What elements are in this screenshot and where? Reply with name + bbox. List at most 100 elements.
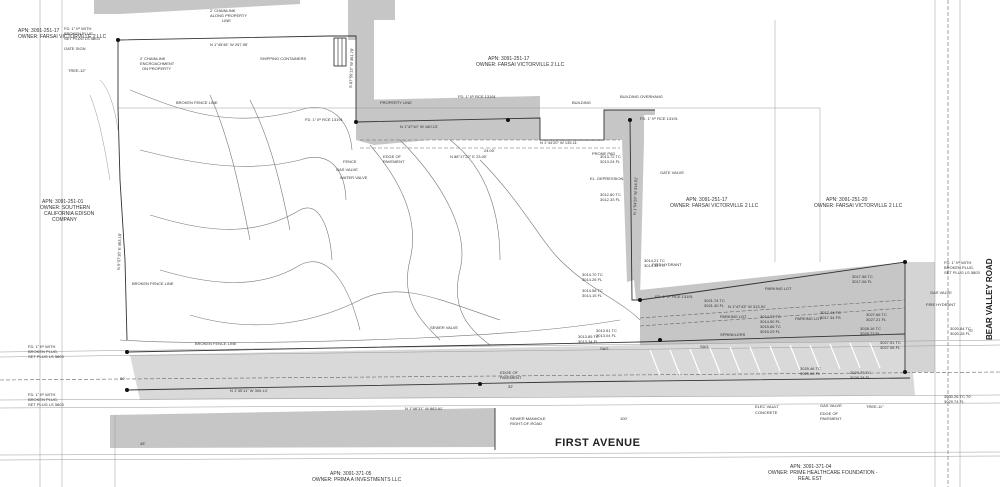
svg-text:70': 70' <box>966 394 971 399</box>
svg-text:3014.70 TC: 3014.70 TC <box>582 272 603 277</box>
svg-text:FD. 1" IP RCE 13191: FD. 1" IP RCE 13191 <box>305 117 344 122</box>
svg-text:3013.85 TC: 3013.85 TC <box>578 334 599 339</box>
svg-text:FD. 1" IP WITH: FD. 1" IP WITH <box>28 392 55 397</box>
svg-text:3015.29 FL: 3015.29 FL <box>760 329 781 334</box>
svg-text:3014.50 FL: 3014.50 FL <box>760 319 781 324</box>
svg-text:APN: 3091-371-04: APN: 3091-371-04 <box>790 464 832 470</box>
svg-text:TREE-11": TREE-11" <box>866 404 884 409</box>
svg-text:SET PLUG LS 5803: SET PLUG LS 5803 <box>28 354 65 359</box>
svg-text:ELEC VAULT: ELEC VAULT <box>755 404 779 409</box>
svg-text:REAL EST: REAL EST <box>798 476 822 482</box>
svg-text:APN: 3091-251-17: APN: 3091-251-17 <box>488 56 530 62</box>
svg-text:BROKEN FENCE LINE: BROKEN FENCE LINE <box>195 341 237 346</box>
svg-text:N 1°54'29" W 314.91': N 1°54'29" W 314.91' <box>632 177 638 215</box>
first-ave-south-shading <box>110 408 495 448</box>
svg-text:FD. 1" IP WITH: FD. 1" IP WITH <box>944 260 971 265</box>
svg-text:SEWER VALVE: SEWER VALVE <box>430 325 458 330</box>
svg-text:3014.21 TC: 3014.21 TC <box>644 258 665 263</box>
svg-text:APN: 3091-251-20: APN: 3091-251-20 <box>826 197 868 203</box>
elevation-labels: 3013.72 TC 3013.24 FL 3012.80 TC 3012.33… <box>578 154 971 404</box>
svg-text:3029.74 FL: 3029.74 FL <box>944 399 965 404</box>
svg-text:BROKEN PLUG,: BROKEN PLUG, <box>944 265 974 270</box>
svg-text:3020.84 TC: 3020.84 TC <box>950 326 971 331</box>
svg-text:32': 32' <box>508 384 513 389</box>
svg-text:3013.04 FL: 3013.04 FL <box>596 333 617 338</box>
svg-text:GAS VALVE: GAS VALVE <box>336 167 358 172</box>
svg-text:3017.44 TC: 3017.44 TC <box>820 310 841 315</box>
svg-text:GATE VALVE: GATE VALVE <box>660 170 684 175</box>
svg-text:3028.73 FL: 3028.73 FL <box>860 331 881 336</box>
svg-text:SET PLUG LS 5803: SET PLUG LS 5803 <box>944 270 981 275</box>
svg-text:3025.08 FL: 3025.08 FL <box>800 371 821 376</box>
svg-text:ENCROACHMENT: ENCROACHMENT <box>140 61 175 66</box>
svg-text:FIRE HYDRANT: FIRE HYDRANT <box>652 262 682 267</box>
svg-text:FD. 1" IP WITH: FD. 1" IP WITH <box>28 344 55 349</box>
svg-text:N 1°46'31" W 863.61': N 1°46'31" W 863.61' <box>405 406 443 411</box>
svg-text:N 88°17'22" E 23.00': N 88°17'22" E 23.00' <box>450 154 487 159</box>
svg-text:BROKEN PLUG,: BROKEN PLUG, <box>28 349 58 354</box>
svg-text:EDGE OF: EDGE OF <box>383 154 402 159</box>
svg-text:APN: 3091-251-01: APN: 3091-251-01 <box>42 199 84 205</box>
svg-text:N 1°45'46" W 257.95': N 1°45'46" W 257.95' <box>210 42 248 47</box>
svg-text:3014.58 TC: 3014.58 TC <box>582 288 603 293</box>
bear-valley-road-label: BEAR VALLEY ROAD <box>985 258 994 340</box>
svg-text:3013.34 FL: 3013.34 FL <box>578 339 599 344</box>
dimension-labels: 70' 70' 50' 32' 24.00' 45' 100' <box>120 148 973 446</box>
svg-text:SPRINKLERS: SPRINKLERS <box>720 332 746 337</box>
svg-text:COMPANY: COMPANY <box>52 217 78 223</box>
svg-text:PARKING LOT: PARKING LOT <box>765 286 792 291</box>
first-avenue-label: FIRST AVENUE <box>555 437 640 449</box>
svg-text:PARKING LOT: PARKING LOT <box>720 314 747 319</box>
svg-text:FENCE: FENCE <box>343 159 357 164</box>
svg-text:3012.33 FL: 3012.33 FL <box>600 197 621 202</box>
svg-text:OWNER: FARSAI VICTORVILLE 2 LL: OWNER: FARSAI VICTORVILLE 2 LLC <box>670 203 759 209</box>
svg-text:ON PROPERTY: ON PROPERTY <box>142 66 171 71</box>
bearing-labels: N 1°45'46" W 257.95' N 1°47'10" W 160.13… <box>116 42 766 411</box>
svg-text:FD. 1" IP RCE 13191: FD. 1" IP RCE 13191 <box>458 94 497 99</box>
first-ave-road-band <box>130 340 915 400</box>
svg-text:SAG: SAG <box>700 344 708 349</box>
shipping-containers <box>333 37 347 67</box>
svg-text:BROKEN PLUG,: BROKEN PLUG, <box>64 31 94 36</box>
svg-text:3017.08 FL: 3017.08 FL <box>852 279 873 284</box>
svg-text:3025.46 TC: 3025.46 TC <box>800 366 821 371</box>
svg-text:3027.06 FL: 3027.06 FL <box>880 345 901 350</box>
svg-text:BUILDING: BUILDING <box>572 100 591 105</box>
svg-text:SAG: SAG <box>600 346 608 351</box>
svg-text:3021.74 TC: 3021.74 TC <box>704 298 725 303</box>
svg-text:N 1°47'10" W 160.13': N 1°47'10" W 160.13' <box>400 124 438 129</box>
top-building-shading <box>348 0 395 122</box>
svg-text:GAS VALVE: GAS VALVE <box>820 403 842 408</box>
svg-text:CONCRETE: CONCRETE <box>755 410 778 415</box>
svg-text:SET PLUG LS 5803: SET PLUG LS 5803 <box>28 402 65 407</box>
svg-text:50': 50' <box>120 376 125 381</box>
svg-text:SHIPPING CONTAINERS: SHIPPING CONTAINERS <box>260 56 306 61</box>
svg-text:PRONE PAD: PRONE PAD <box>592 151 615 156</box>
svg-text:3013.51 TC: 3013.51 TC <box>596 328 617 333</box>
svg-text:EDGE OF: EDGE OF <box>500 370 519 375</box>
contour-lines <box>89 79 641 346</box>
svg-text:FIRE HYDRANT: FIRE HYDRANT <box>926 302 956 307</box>
svg-text:3029.75 TC: 3029.75 TC <box>850 370 871 375</box>
svg-text:N 1°47'43" W 313.91': N 1°47'43" W 313.91' <box>728 304 766 309</box>
svg-text:TREE-12": TREE-12" <box>68 68 86 73</box>
svg-text:45': 45' <box>140 441 145 446</box>
svg-text:2' CHAINLINK: 2' CHAINLINK <box>210 8 236 13</box>
svg-text:3014.57 TC: 3014.57 TC <box>760 314 781 319</box>
svg-text:3014.15 FL: 3014.15 FL <box>582 293 603 298</box>
svg-text:3014.34 FS: 3014.34 FS <box>644 263 665 268</box>
svg-text:3027.21 FL: 3027.21 FL <box>866 317 887 322</box>
svg-text:100': 100' <box>620 416 628 421</box>
svg-text:3021.40 FL: 3021.40 FL <box>704 303 725 308</box>
shaded-areas <box>94 0 935 448</box>
svg-text:OWNER: PRIMA A INVESTMENTS LLC: OWNER: PRIMA A INVESTMENTS LLC <box>312 477 402 483</box>
svg-text:APN: 3091-251-17: APN: 3091-251-17 <box>686 197 728 203</box>
svg-text:3017.58 TC: 3017.58 TC <box>852 274 873 279</box>
svg-text:3017.34 FS: 3017.34 FS <box>820 315 841 320</box>
svg-text:3012.80 TC: 3012.80 TC <box>600 192 621 197</box>
svg-text:BUILDING OVERHANG: BUILDING OVERHANG <box>620 94 663 99</box>
survey-monuments <box>116 38 907 392</box>
svg-text:PAVEMENT: PAVEMENT <box>383 159 405 164</box>
svg-text:GATE SIGN: GATE SIGN <box>64 46 86 51</box>
svg-text:FD. 1" IP RCE 13191: FD. 1" IP RCE 13191 <box>640 116 679 121</box>
